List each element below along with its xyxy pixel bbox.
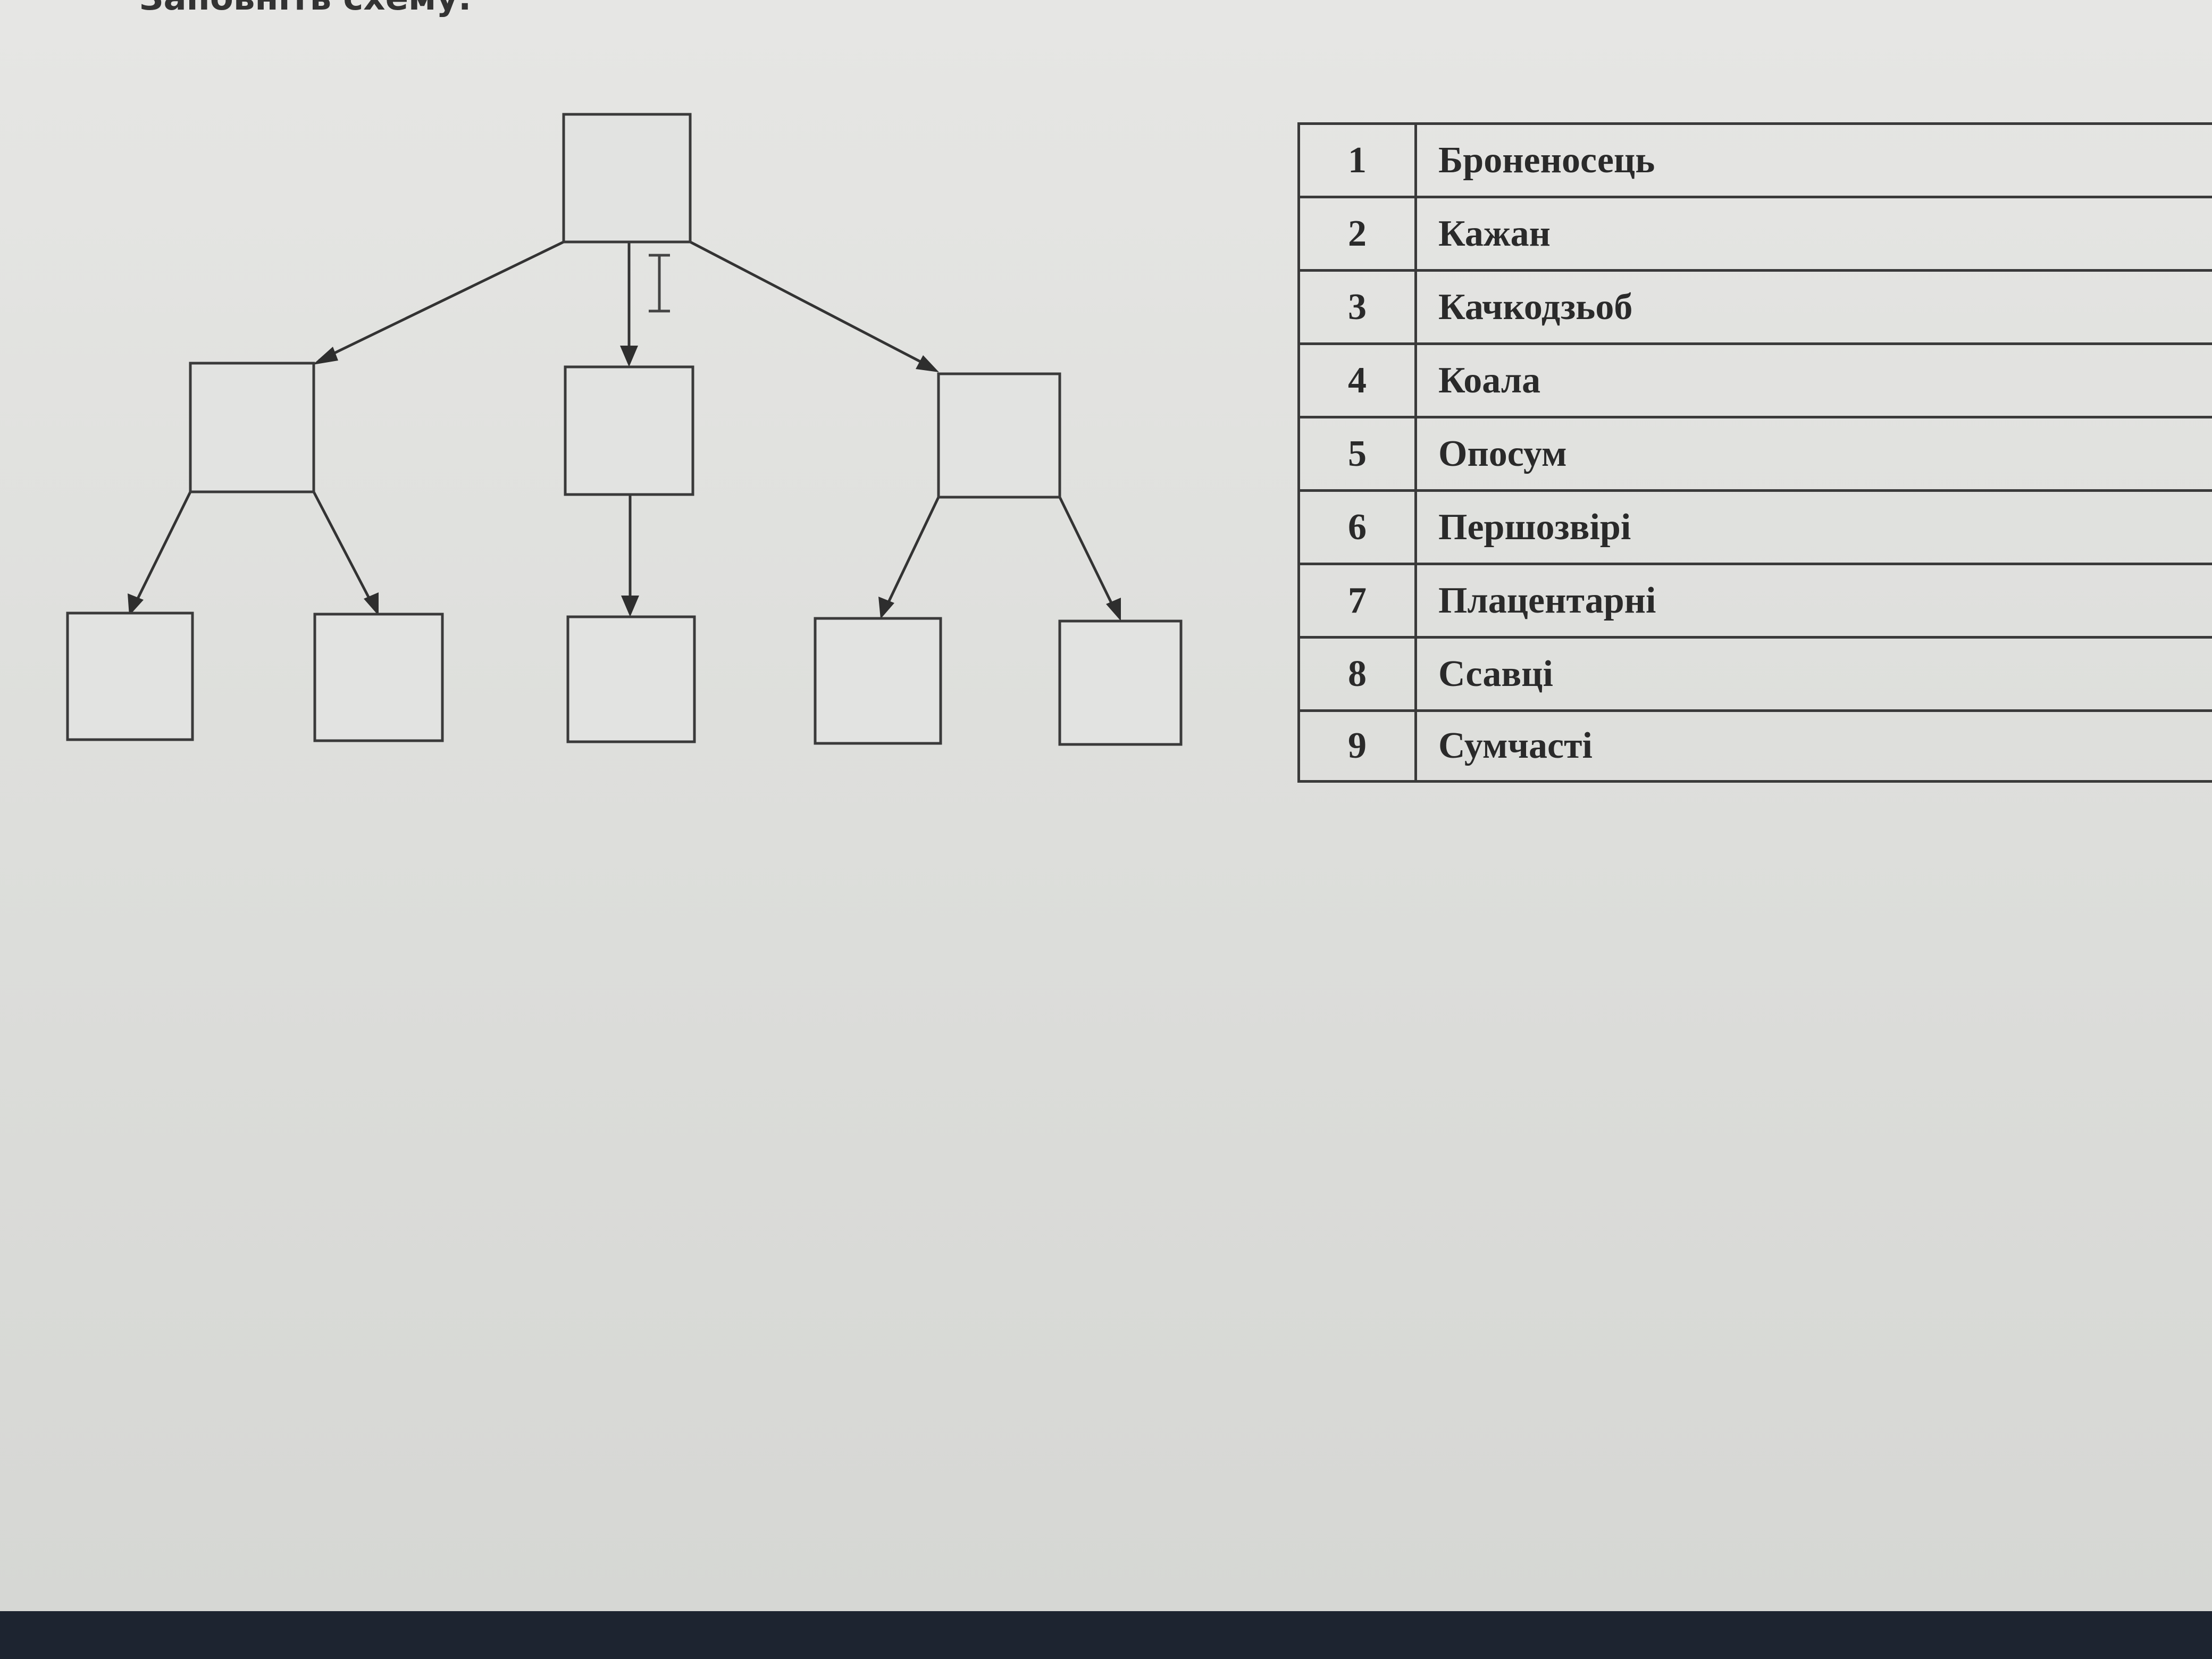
arrowhead <box>620 346 638 367</box>
tree-diagram <box>66 113 1183 746</box>
arrow-right-leaf4 <box>884 496 940 610</box>
row-number: 6 <box>1297 492 1417 563</box>
table-row: 2 Кажан <box>1297 196 2212 269</box>
arrowhead <box>916 355 939 372</box>
row-name: Опосум <box>1438 433 1567 474</box>
taskbar <box>0 1611 2212 1659</box>
table-row: 4 Коала <box>1297 342 2212 416</box>
table-row: 6 Першозвірі <box>1297 489 2212 563</box>
row-number: 4 <box>1297 345 1417 416</box>
row-number: 1 <box>1297 125 1417 196</box>
row-name: Коала <box>1438 359 1541 401</box>
arrowhead <box>621 596 639 617</box>
row-number: 5 <box>1297 418 1417 489</box>
table-row: 3 Качкодзьоб <box>1297 269 2212 342</box>
screen: Заповніть схему. <box>0 0 2212 1611</box>
diagram-box-center-mid[interactable] <box>564 365 694 496</box>
diagram-box-leaf-3[interactable] <box>566 615 696 743</box>
row-number: 2 <box>1297 198 1417 269</box>
row-number: 7 <box>1297 565 1417 636</box>
text-cursor-icon <box>649 254 670 313</box>
arrowhead <box>364 592 379 616</box>
arrow-left-leaf2 <box>312 491 375 607</box>
arrowhead <box>878 597 894 619</box>
diagram-box-leaf-2[interactable] <box>313 613 444 742</box>
arrow-left-leaf1 <box>132 491 192 607</box>
arrow-root-left <box>318 240 565 362</box>
row-name: Броненосець <box>1438 139 1655 181</box>
diagram-box-leaf-4[interactable] <box>814 617 942 745</box>
arrow-right-leaf5 <box>1058 496 1117 613</box>
diagram-box-left-mid[interactable] <box>189 362 315 493</box>
diagram-arrows <box>128 240 1121 621</box>
arrowhead <box>128 593 144 616</box>
row-number: 8 <box>1297 639 1417 709</box>
row-number: 9 <box>1297 712 1417 780</box>
table-row: 9 Сумчасті <box>1297 709 2212 783</box>
diagram-box-leaf-1[interactable] <box>66 611 194 741</box>
row-name: Качкодзьоб <box>1438 286 1633 328</box>
table-row: 5 Опосум <box>1297 416 2212 489</box>
diagram-box-right-mid[interactable] <box>937 372 1061 499</box>
row-name: Сумчасті <box>1438 725 1593 766</box>
row-number: 3 <box>1297 272 1417 342</box>
diagram-box-root[interactable] <box>562 113 692 244</box>
row-name: Ссавці <box>1438 653 1553 694</box>
row-name: Плацентарні <box>1438 580 1656 621</box>
row-name: Кажан <box>1438 213 1551 254</box>
table-row: 7 Плацентарні <box>1297 563 2212 636</box>
arrowhead <box>1106 598 1121 621</box>
species-table: 1 Броненосець 2 Кажан 3 Качкодзьоб 4 Коа… <box>1297 122 2212 792</box>
diagram-box-leaf-5[interactable] <box>1058 619 1183 746</box>
arrowhead <box>313 347 338 365</box>
row-name: Першозвірі <box>1438 506 1631 548</box>
task-heading: Заповніть схему. <box>139 0 471 18</box>
table-row: 1 Броненосець <box>1297 122 2212 196</box>
table-row: 8 Ссавці <box>1297 636 2212 709</box>
arrow-root-right <box>689 240 932 368</box>
